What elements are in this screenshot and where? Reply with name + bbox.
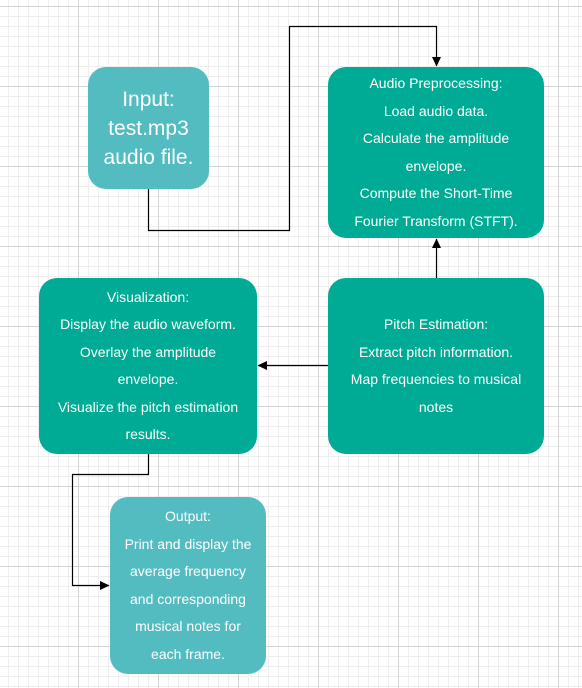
pitch-node-line: notes — [418, 398, 454, 415]
output-node-line: average frequency — [130, 563, 246, 579]
preprocess-node-line: Load audio data. — [383, 102, 489, 119]
output-node-title: Output: — [165, 508, 211, 524]
edge-visual-to-output — [71, 454, 150, 590]
edge-input-to-preprocess — [147, 25, 441, 232]
pitch-estimation-node[interactable]: Pitch Estimation: Extract pitch informat… — [328, 278, 544, 454]
input-node[interactable]: Input: test.mp3 audio file. — [88, 67, 209, 189]
preprocess-node-line: Compute the Short-Time — [359, 185, 513, 201]
preprocess-node-line: Fourier Transform (STFT). — [354, 212, 518, 229]
visual-node-line: Display the audio waveform. — [60, 316, 236, 332]
pitch-node-title: Pitch Estimation: — [383, 316, 489, 332]
output-node-line: and corresponding — [130, 590, 246, 607]
visualization-node[interactable]: Visualization: Display the audio wavefor… — [39, 278, 257, 454]
input-node-line: audio file. — [103, 145, 194, 169]
pitch-node-line: Extract pitch information. — [358, 343, 514, 360]
visual-node-line: Overlay the amplitude — [79, 343, 217, 360]
visual-node-line: results. — [125, 426, 171, 442]
visual-node-line: Visualize the pitch estimation — [57, 398, 239, 415]
output-node-line: Print and display the — [124, 535, 252, 552]
visual-node-title: Visualization: — [106, 288, 190, 305]
visual-node-line: envelope. — [117, 371, 179, 387]
pitch-node-line: Map frequencies to musical — [350, 371, 522, 387]
preprocess-node-line: envelope. — [405, 157, 467, 174]
output-node-line: each frame. — [151, 645, 225, 662]
output-node-line: musical notes for — [135, 618, 241, 634]
output-node[interactable]: Output: Print and display the average fr… — [110, 497, 266, 674]
preprocess-node-line: Calculate the amplitude — [362, 130, 510, 146]
preprocess-node-title: Audio Preprocessing: — [369, 75, 503, 91]
input-node-line: Input: — [122, 87, 175, 111]
audio-preprocessing-node[interactable]: Audio Preprocessing: Load audio data. Ca… — [328, 67, 544, 238]
input-node-line: test.mp3 — [108, 116, 189, 140]
